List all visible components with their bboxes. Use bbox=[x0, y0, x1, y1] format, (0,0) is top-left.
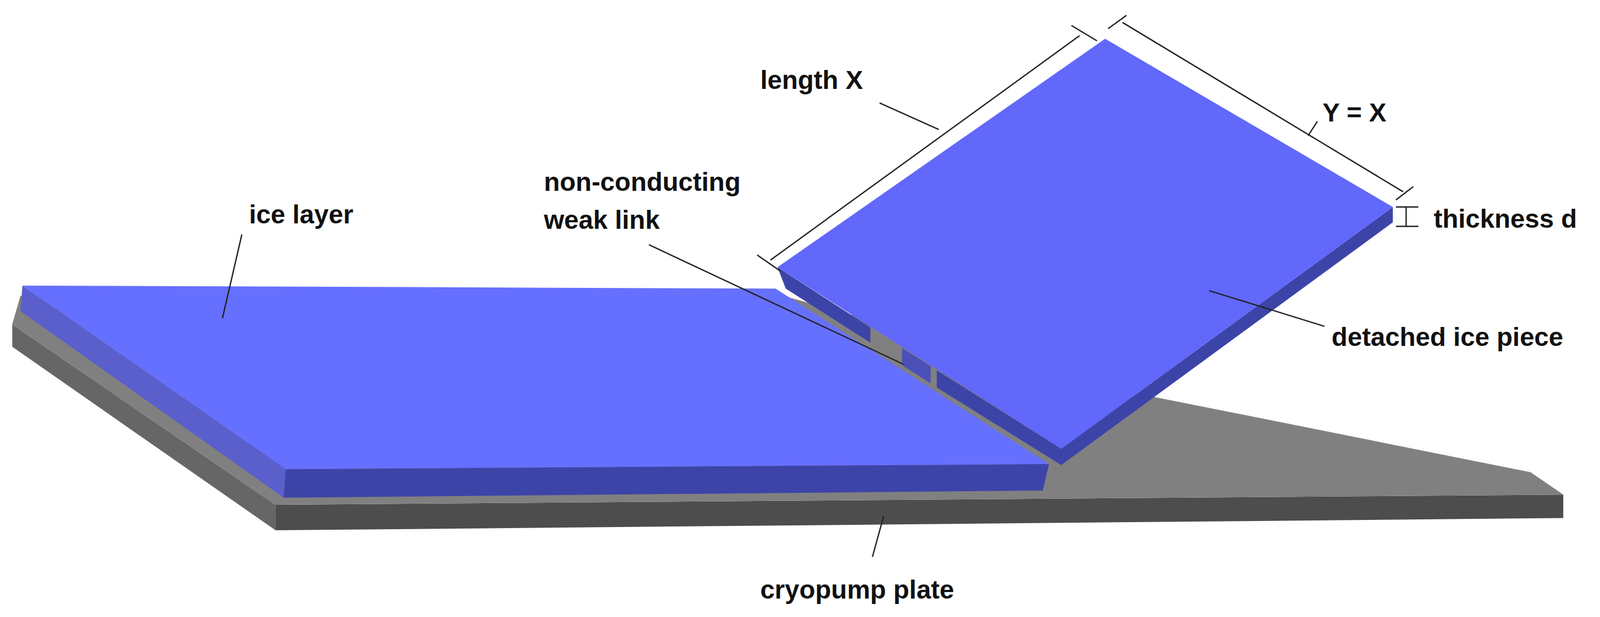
dimension-lines bbox=[757, 15, 1419, 272]
tick bbox=[1107, 15, 1127, 29]
part-label: ice layer bbox=[249, 195, 354, 234]
part-label: detached ice piece bbox=[1331, 318, 1564, 357]
leader-line bbox=[1209, 290, 1325, 327]
leader-line bbox=[872, 516, 884, 558]
leader-lines bbox=[222, 103, 1325, 558]
piece-top-face bbox=[777, 38, 1393, 449]
tick bbox=[757, 255, 781, 272]
leader-line bbox=[879, 103, 939, 130]
part-label: non-conducting weak link bbox=[543, 163, 783, 239]
dimension-label: Y = X bbox=[1322, 93, 1387, 132]
ice-front-face bbox=[283, 464, 1050, 499]
part-label: cryopump plate bbox=[760, 571, 954, 610]
detached-ice-piece bbox=[777, 38, 1393, 465]
tick bbox=[1395, 225, 1419, 227]
leader-line bbox=[1308, 121, 1318, 136]
thickness-dimension bbox=[1405, 207, 1407, 227]
tick bbox=[1071, 25, 1098, 41]
dimension-label: thickness d bbox=[1433, 200, 1577, 239]
leader-line bbox=[648, 244, 903, 365]
leader-line bbox=[222, 234, 242, 319]
tick bbox=[1395, 206, 1419, 208]
width-dimension bbox=[1122, 22, 1404, 192]
tick bbox=[1395, 186, 1414, 200]
dimension-label: length X bbox=[760, 61, 863, 100]
